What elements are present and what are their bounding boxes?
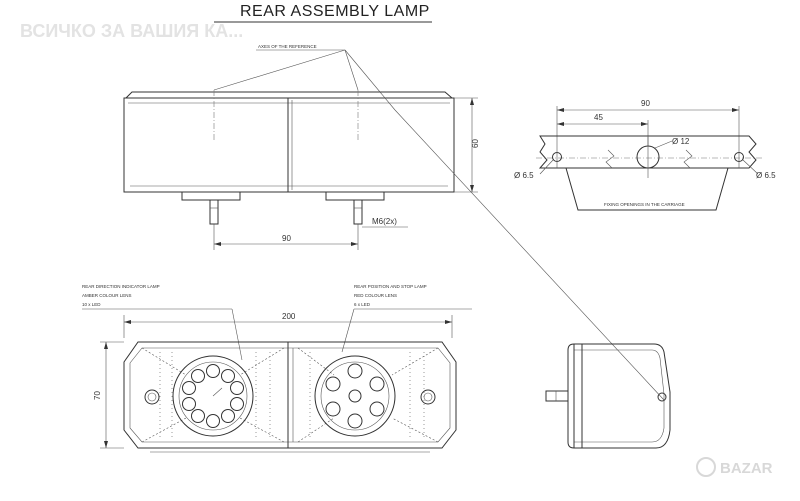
side-reflector [657,392,667,402]
indicator-led [230,381,244,395]
indicator-led [221,409,235,423]
position-led [347,363,363,379]
watermark-text: ВСИЧКО ЗА ВАШИЯ КА... [20,21,243,41]
dim-side-total: 90 [641,99,650,108]
indicator-led [206,414,220,428]
position-stop-lens [314,355,396,437]
carriage-lower-outline [565,167,729,211]
indicator-led [221,369,235,383]
side-view [545,343,671,449]
position-led [325,401,341,417]
top-view-lid [124,91,454,99]
dim-front-height: 70 [93,391,102,400]
position-led-center [348,389,362,403]
indicator-led [230,397,244,411]
side-housing [567,343,671,449]
right-bolt [353,199,363,225]
indicator-led [191,369,205,383]
note-indicator-line2: AMBER COLOUR LENS [82,293,132,298]
carriage-plate [538,135,757,169]
front-view: REAR DIRECTION INDICATOR LAMP AMBER COLO… [82,284,472,453]
top-view: 90 M6(2x) 60 AXES OF THE REFERENCE [123,44,665,401]
right-mount-base [325,191,385,201]
dim-side-half: 45 [594,113,603,122]
note-fixing-openings: FIXING OPENINGS IN THE CARRIAGE [604,202,685,207]
position-led [325,376,341,392]
indicator-lens [172,355,254,437]
left-mount-base [181,191,241,201]
right-reflector [420,389,436,405]
dim-front-width: 200 [282,312,296,321]
dim-top-bolt-spacing: 90 [282,234,291,243]
note-indicator-line3: 10 x LED [82,302,101,307]
dim-center-hole: Ø 12 [672,137,690,146]
bazar-logo: BAZAR [696,457,773,477]
note-position-line1: REAR POSITION AND STOP LAMP [354,284,427,289]
dim-bolt-thread: M6(2x) [372,217,397,226]
top-view-body [123,97,455,193]
indicator-led [206,364,220,378]
indicator-led [182,397,196,411]
note-position-line3: 6 x LED [354,302,371,307]
position-stop-leds [325,363,385,429]
fixing-openings-view: 90 45 Ø 12 Ø 6.5 Ø 6.5 FIXING OPENINGS I… [514,99,776,211]
side-bolt [545,390,569,402]
bazar-logo-text: BAZAR [720,460,773,477]
note-indicator-line1: REAR DIRECTION INDICATOR LAMP [82,284,160,289]
page-title: REAR ASSEMBLY LAMP [240,3,430,20]
dim-left-hole: Ø 6.5 [514,171,534,180]
left-reflector [144,389,160,405]
indicator-leds [182,364,244,428]
dim-top-height: 60 [471,139,480,148]
position-led [369,401,385,417]
dim-right-hole: Ø 6.5 [756,171,776,180]
position-led [347,413,363,429]
note-position-line2: RED COLOUR LENS [354,293,397,298]
left-bolt [209,199,219,225]
position-led [369,376,385,392]
indicator-led [191,409,205,423]
front-housing [123,341,457,449]
indicator-led [182,381,196,395]
note-axes-of-reference: AXES OF THE REFERENCE [258,44,317,49]
